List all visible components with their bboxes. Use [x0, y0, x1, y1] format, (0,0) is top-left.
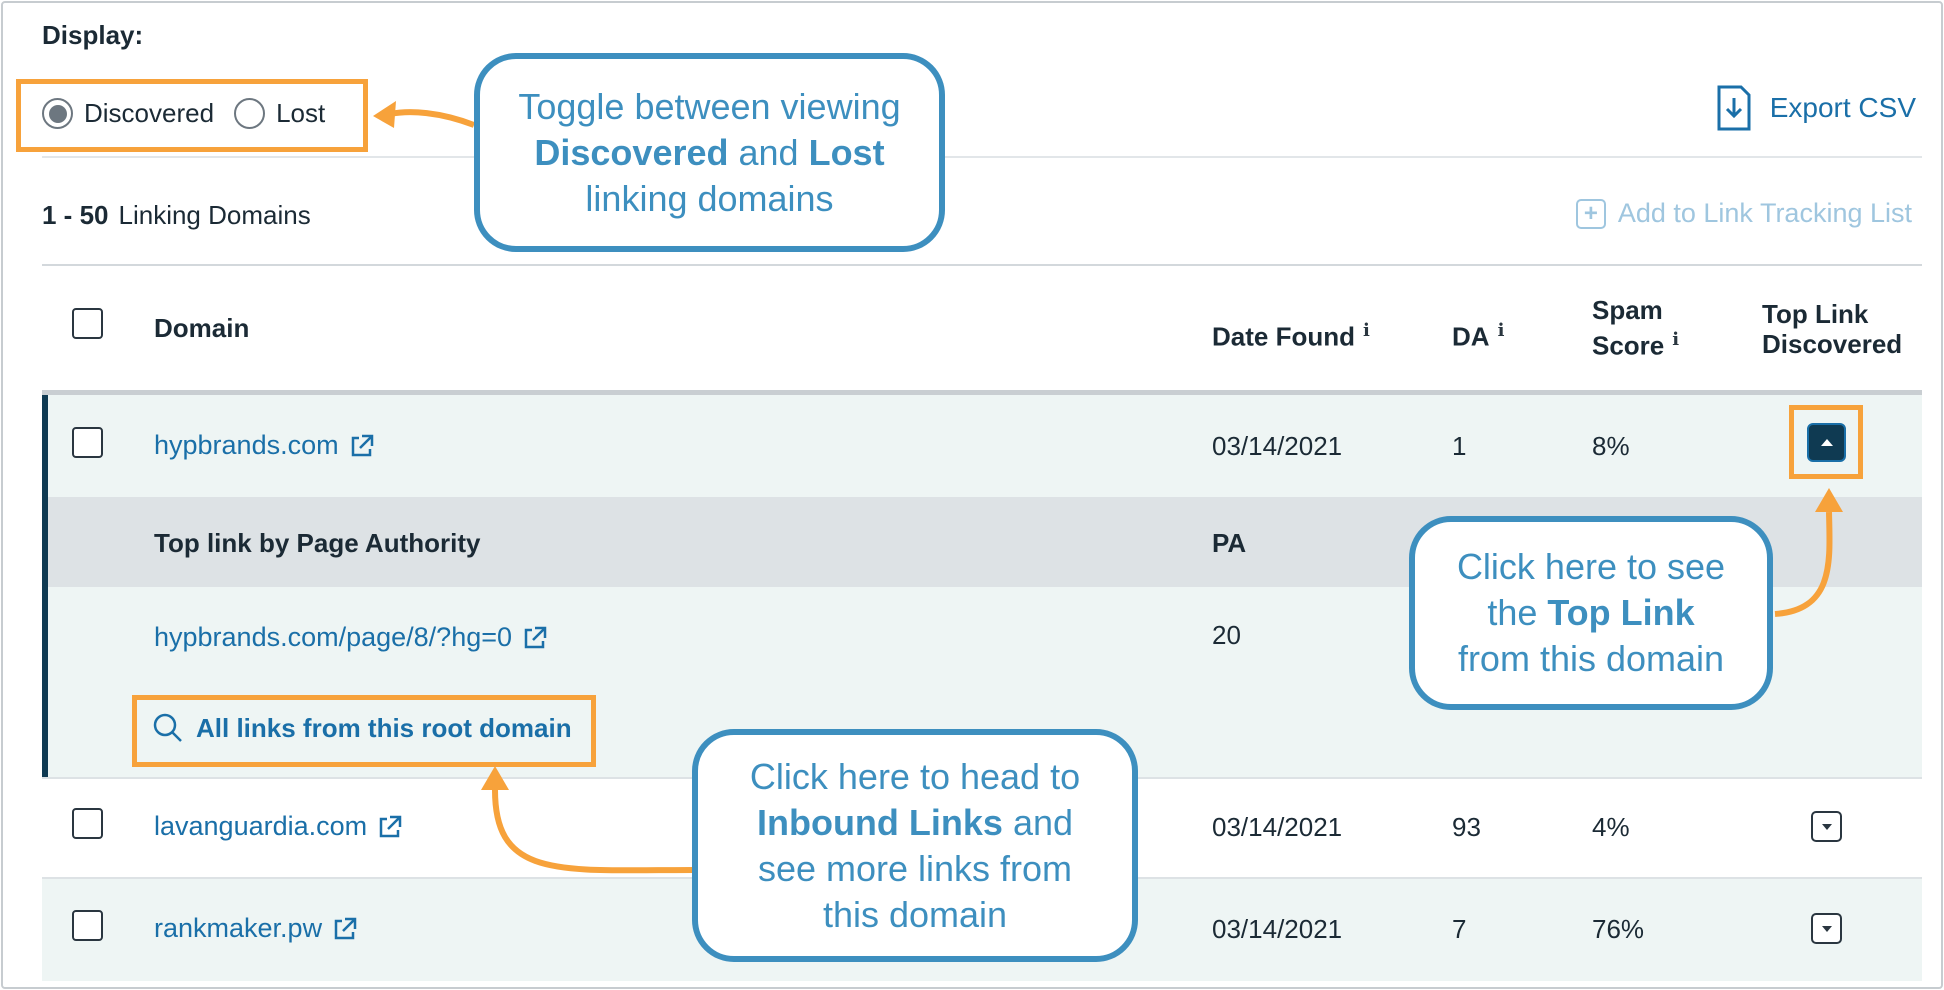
- radio-discovered[interactable]: [42, 98, 73, 129]
- domain-name: hypbrands.com: [154, 430, 339, 460]
- spam-score-cell: 8%: [1592, 431, 1630, 461]
- row-accent-bar: [42, 395, 48, 777]
- info-icon[interactable]: i: [1497, 320, 1505, 341]
- domain-name: rankmaker.pw: [154, 913, 323, 943]
- top-link-url[interactable]: hypbrands.com/page/8/?hg=0: [154, 622, 548, 653]
- display-label: Display:: [42, 20, 144, 50]
- da-label: DA: [1452, 321, 1490, 352]
- date-found-cell: 03/14/2021: [1212, 914, 1343, 944]
- external-link-icon[interactable]: [522, 625, 548, 651]
- results-label: Linking Domains: [118, 200, 311, 230]
- domain-link[interactable]: lavanguardia.com: [154, 811, 403, 842]
- da-cell: 7: [1452, 914, 1467, 944]
- da-cell: 1: [1452, 431, 1467, 461]
- pa-label: PA: [1212, 528, 1247, 558]
- top-link-expand-button[interactable]: [1811, 913, 1842, 944]
- spam-label-line1: Spam: [1592, 295, 1663, 325]
- results-range: 1 - 50: [42, 200, 109, 230]
- date-found-label: Date Found: [1212, 321, 1355, 352]
- results-count: 1 - 50 Linking Domains: [42, 200, 311, 231]
- export-csv-label: Export CSV: [1769, 92, 1916, 123]
- callout-toggle-mid: and: [728, 131, 809, 173]
- callout-inbound-post: and: [1002, 801, 1074, 843]
- callout-top-link-line3: from this domain: [1457, 638, 1725, 679]
- row-checkbox[interactable]: [72, 808, 103, 839]
- file-download-icon: [1717, 85, 1751, 131]
- spam-label-line2: Score: [1592, 330, 1665, 361]
- info-icon[interactable]: i: [1672, 329, 1680, 350]
- domain-link[interactable]: hypbrands.com: [154, 430, 375, 461]
- callout-toggle-bold1: Discovered: [534, 131, 729, 173]
- radio-discovered-label[interactable]: Discovered: [84, 98, 215, 128]
- add-to-tracking-label: Add to Link Tracking List: [1617, 198, 1912, 228]
- radio-selected-dot: [48, 104, 67, 123]
- arrow-to-all-links: [492, 789, 696, 874]
- callout-toggle-bold2: Lost: [808, 131, 885, 173]
- top-link-collapse-button[interactable]: [1807, 423, 1846, 462]
- chevron-down-icon: [1821, 823, 1832, 830]
- top-link-by-pa-label: Top link by Page Authority: [154, 528, 481, 558]
- export-csv-button[interactable]: Export CSV: [1716, 84, 1916, 132]
- callout-top-link-bold: Top Link: [1547, 592, 1695, 633]
- header-divider: [42, 390, 1922, 395]
- arrow-head: [373, 101, 396, 128]
- radio-lost-label[interactable]: Lost: [276, 98, 326, 128]
- domain-name: lavanguardia.com: [154, 811, 368, 841]
- callout-top-link-line1: Click here to see: [1456, 546, 1726, 587]
- divider: [42, 156, 1922, 158]
- info-icon[interactable]: i: [1363, 320, 1370, 341]
- date-found-cell: 03/14/2021: [1212, 812, 1343, 842]
- callout-inbound-line3: see more links from: [757, 847, 1073, 889]
- arrow-head: [1815, 488, 1843, 512]
- da-cell: 93: [1452, 812, 1481, 842]
- domain-link[interactable]: rankmaker.pw: [154, 913, 358, 944]
- chevron-up-icon: [1820, 439, 1833, 446]
- callout-inbound-line4: this domain: [822, 893, 1008, 935]
- pa-value: 20: [1212, 620, 1241, 650]
- top-link-toggle-highlight: [1789, 405, 1863, 479]
- callout-inbound-bold: Inbound Links: [756, 801, 1003, 843]
- callout-inbound-line1: Click here to head to: [749, 755, 1081, 797]
- callout-toggle-line3: linking domains: [585, 177, 834, 219]
- toggle-highlight-box: [16, 79, 368, 152]
- top-link-url-text: hypbrands.com/page/8/?hg=0: [154, 622, 513, 652]
- plus-icon: +: [1575, 198, 1606, 229]
- top-link-expand-button[interactable]: [1811, 811, 1842, 842]
- all-links-highlight: [132, 695, 596, 767]
- external-link-icon[interactable]: [349, 433, 375, 459]
- display-radio-group: Discovered Lost: [42, 98, 345, 129]
- search-icon: [153, 713, 182, 742]
- column-header-domain[interactable]: Domain: [154, 313, 250, 343]
- callout-toggle-line1: Toggle between viewing: [518, 85, 901, 127]
- all-links-root-domain-link[interactable]: All links from this root domain: [152, 712, 572, 744]
- divider: [42, 264, 1922, 266]
- top-link-label-line1: Top Link: [1762, 299, 1869, 329]
- column-header-date-found[interactable]: Date Found i: [1212, 316, 1370, 352]
- all-links-label: All links from this root domain: [196, 712, 572, 743]
- spam-score-cell: 4%: [1592, 812, 1630, 842]
- external-link-icon[interactable]: [377, 814, 403, 840]
- row-checkbox[interactable]: [72, 427, 103, 458]
- callout-top-link-pre: the: [1487, 592, 1548, 633]
- callout-top-link: Click here to see the Top Link from this…: [1409, 516, 1773, 710]
- top-link-label-line2: Discovered: [1762, 329, 1903, 359]
- row-checkbox[interactable]: [72, 910, 103, 941]
- radio-lost[interactable]: [234, 98, 266, 129]
- callout-inbound-links: Click here to head to Inbound Links and …: [692, 729, 1138, 962]
- external-link-icon[interactable]: [332, 916, 358, 942]
- callout-toggle: Toggle between viewing Discovered and Lo…: [474, 53, 945, 252]
- arrow-head: [481, 766, 509, 790]
- column-header-da[interactable]: DA i: [1452, 316, 1504, 352]
- spam-score-cell: 76%: [1592, 914, 1645, 944]
- arrow-to-toggle: [389, 109, 476, 128]
- add-to-link-tracking-button[interactable]: + Add to Link Tracking List: [1575, 198, 1912, 229]
- arrow-to-top-link-button: [1774, 511, 1833, 617]
- chevron-down-icon: [1821, 925, 1832, 932]
- select-all-checkbox[interactable]: [72, 308, 103, 339]
- date-found-cell: 03/14/2021: [1212, 431, 1343, 461]
